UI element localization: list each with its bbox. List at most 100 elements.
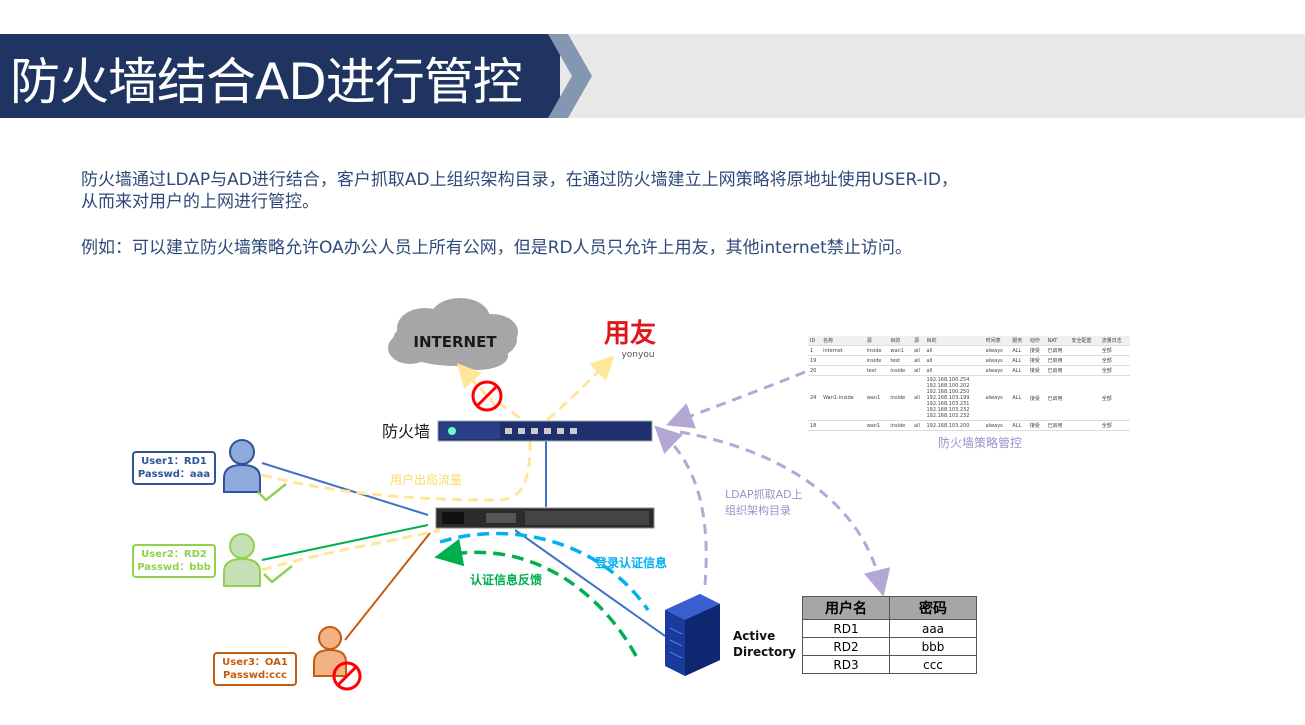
user3-password: Passwd:ccc (223, 670, 287, 681)
policy-cell: 24 (808, 375, 822, 421)
policy-cell (821, 365, 865, 376)
policy-col-header: 服务 (1010, 336, 1028, 346)
policy-cell: all (912, 420, 925, 431)
auth-feedback-flow (434, 538, 638, 657)
policy-col-header: 目的 (924, 336, 984, 346)
policy-cell: 接受 (1027, 375, 1046, 421)
ad-label-line2: Directory (733, 645, 796, 659)
policy-cell: ALL (1010, 420, 1028, 431)
policy-cell: 19 (808, 355, 822, 366)
policy-cell: ALL (1010, 375, 1028, 421)
login-auth-label: 登录认证信息 (594, 555, 667, 570)
policy-label: 防火墙策略管控 (938, 435, 1022, 450)
table-row: RD3 ccc (802, 655, 977, 674)
table-row: 19 inside test all all always ALL 接受 已启用… (808, 355, 1130, 366)
policy-cell: all (912, 345, 925, 356)
policy-cell (821, 420, 865, 431)
policy-cell (1069, 355, 1100, 366)
policy-cell: all (912, 365, 925, 376)
forbidden-icon (471, 380, 503, 412)
policy-cell: 全部 (1099, 355, 1130, 366)
policy-cell-ip-list: 192.168.100.254 192.168.100.202 192.168.… (924, 375, 984, 421)
policy-cell: ALL (1010, 365, 1028, 376)
user2-credentials: User2：RD2 Passwd：bbb (132, 544, 216, 578)
ip-entry: 192.168.103.231 (926, 401, 970, 407)
password-cell: aaa (889, 619, 977, 638)
policy-table: ID 名称 源 目的 源 目的 时间表 服务 动作 NAT 安全配置 流量日志 … (808, 336, 1130, 431)
username-cell: RD2 (802, 637, 890, 656)
policy-cell: 全部 (1099, 345, 1130, 356)
table-row: RD1 aaa (802, 619, 977, 638)
ldap-label-line2: 组织架构目录 (725, 503, 791, 517)
ad-user-table: 用户名 密码 RD1 aaa RD2 bbb RD3 ccc (802, 596, 977, 674)
policy-col-header: 动作 (1027, 336, 1046, 346)
policy-cell: test (864, 365, 889, 376)
policy-col-header: 安全配置 (1069, 336, 1100, 346)
auth-feedback-label: 认证信息反馈 (470, 572, 542, 587)
table-row: 20 test inside all all always ALL 接受 已启用… (808, 365, 1130, 376)
policy-cell: 全部 (1099, 375, 1130, 421)
ip-entry: 192.168.100.250 (926, 389, 970, 395)
ad-server-icon (665, 594, 720, 676)
ip-entry: 192.168.103.199 (926, 395, 970, 401)
policy-cell: always (983, 355, 1011, 366)
policy-cell: always (983, 420, 1011, 431)
ip-entry: 192.168.100.254 (926, 377, 970, 383)
policy-cell: all (912, 375, 925, 421)
user1-avatar-icon (223, 439, 261, 493)
policy-cell: internet (821, 345, 865, 356)
user2-check-icon (263, 565, 293, 584)
policy-cell: Wan1-inside (821, 375, 865, 421)
password-cell: ccc (889, 655, 977, 674)
policy-cell: 已启用 (1045, 355, 1070, 366)
user3-forbidden-icon (332, 661, 362, 691)
policy-cell: 已启用 (1045, 365, 1070, 376)
policy-cell: 接受 (1027, 355, 1046, 366)
username-cell: RD3 (802, 655, 890, 674)
policy-cell: 已启用 (1045, 345, 1070, 356)
policy-cell (1069, 375, 1100, 421)
policy-cell: inside (864, 355, 889, 366)
user-table-header: 用户名 密码 (802, 596, 977, 620)
table-row: 24 Wan1-inside wan1 inside all 192.168.1… (808, 375, 1130, 421)
policy-cell: test (888, 355, 913, 366)
username-header: 用户名 (802, 596, 890, 620)
chevron-right-icon (548, 34, 592, 118)
ip-entry: 192.168.103.232 (926, 413, 970, 419)
policy-cell (1069, 420, 1100, 431)
policy-cell: 已启用 (1045, 420, 1070, 431)
ad-label-line1: Active (733, 629, 775, 643)
table-row: 18 wan1 inside all 192.168.103.200 alway… (808, 420, 1130, 431)
policy-cell: always (983, 365, 1011, 376)
user2-avatar-icon (223, 533, 261, 587)
policy-cell (821, 355, 865, 366)
policy-cell: 已启用 (1045, 375, 1070, 421)
policy-cell: always (983, 375, 1011, 421)
policy-col-header: NAT (1045, 336, 1070, 346)
policy-cell: 全部 (1099, 420, 1130, 431)
user3-name: User3：OA1 (222, 657, 288, 668)
policy-cell: wan1 (888, 345, 913, 356)
policy-cell: wan1 (864, 420, 889, 431)
user1-credentials: User1：RD1 Passwd：aaa (132, 451, 216, 485)
policy-cell: 20 (808, 365, 822, 376)
user2-link (261, 524, 429, 561)
ip-entry: 192.168.103.232 (926, 407, 970, 413)
user1-link (261, 462, 429, 516)
login-auth-flow (439, 531, 650, 611)
policy-cell: inside (888, 365, 913, 376)
policy-col-header: 流量日志 (1099, 336, 1130, 346)
policy-cell: all (924, 345, 984, 356)
policy-cell: always (983, 345, 1011, 356)
policy-cell: all (924, 355, 984, 366)
policy-cell: 18 (808, 420, 822, 431)
user3-credentials: User3：OA1 Passwd:ccc (213, 652, 297, 686)
policy-cell: 1 (808, 345, 822, 356)
policy-col-header: 目的 (888, 336, 913, 346)
policy-col-header: 时间表 (983, 336, 1011, 346)
firewall-label: 防火墙 (382, 422, 430, 441)
policy-cell (1069, 365, 1100, 376)
user2-name: User2：RD2 (141, 549, 207, 560)
username-cell: RD1 (802, 619, 890, 638)
